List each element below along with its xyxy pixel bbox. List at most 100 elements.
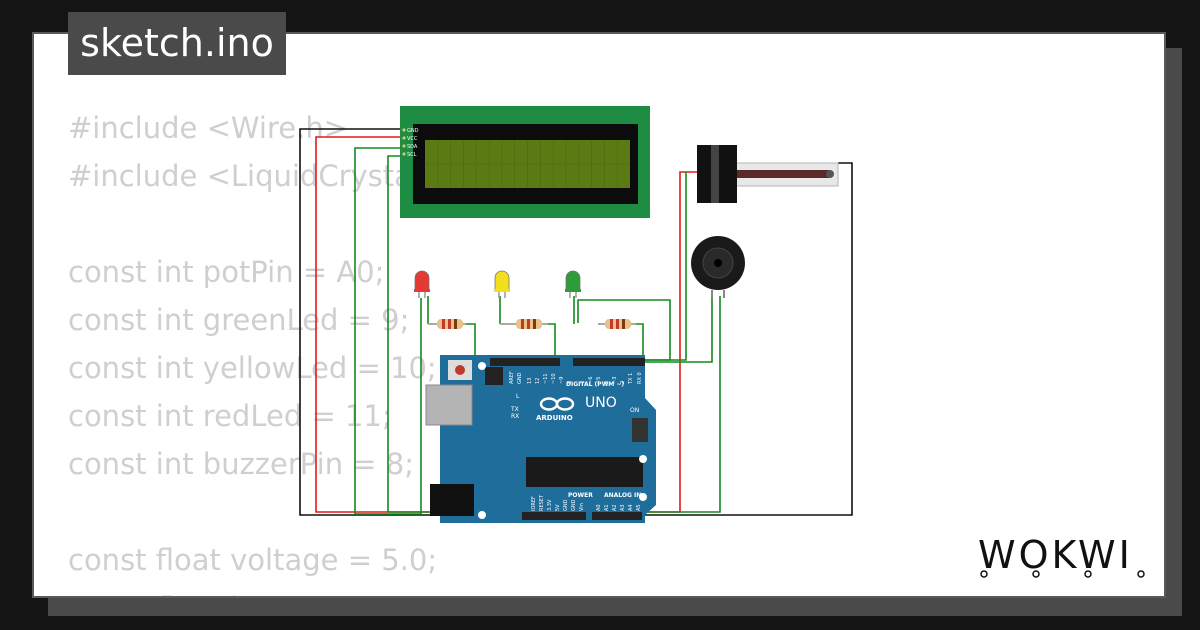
lcd-pin-label: GND [407, 128, 419, 134]
code-listing: #include <Wire.h>#include <LiquidCrystal… [68, 104, 534, 596]
code-line: const int potPin = A0; [68, 255, 385, 289]
wokwi-logo-text: WOKWI [978, 533, 1133, 577]
digital-label: DIGITAL (PWM ~) [566, 381, 624, 388]
usb-port [425, 384, 473, 426]
lcd-pin-label: SCL [407, 152, 417, 158]
wire-yellow-led [545, 323, 556, 366]
bottom-pin-label: GND [563, 499, 569, 511]
top-pin-label: RX 0 [637, 372, 643, 384]
bottom-pin-label: A5 [636, 504, 642, 511]
lcd-pin[interactable] [402, 152, 406, 156]
brand-label: ARDUINO [536, 414, 573, 422]
lcd-character-grid [425, 140, 630, 188]
wire-buzzer [620, 296, 713, 363]
lcd-pin[interactable] [402, 144, 406, 148]
top-pin-label: ~3 [612, 377, 618, 384]
leds [414, 270, 581, 298]
power-label: POWER [568, 492, 593, 499]
code-line: const float logoCurrent = 0.01; [68, 584, 534, 596]
bottom-pin-label: A1 [604, 504, 610, 511]
top-pin-label: ~5 [596, 377, 602, 384]
top-pin-label: 4 [604, 381, 610, 384]
wire-scl-green [387, 155, 721, 513]
resistors [428, 319, 636, 329]
rx-label: RX [511, 413, 519, 420]
bottom-pin-label: A2 [612, 504, 618, 511]
led-dome [414, 270, 430, 291]
bottom-pin-label: A4 [628, 504, 634, 511]
lcd-pin-labels: GND VCC SDA SCL [402, 128, 419, 158]
pot-track [737, 170, 829, 178]
wire-red-led [463, 323, 476, 366]
mount-hole-tl [478, 362, 486, 370]
top-pin-label: TX 1 [628, 373, 634, 385]
top-pin-label: ~6 [588, 377, 594, 384]
reset-button[interactable] [455, 365, 465, 375]
analog-header [592, 512, 642, 520]
icsp-header [485, 367, 503, 385]
on-label: ON [630, 407, 639, 414]
wire-green-led [570, 299, 671, 361]
top-pin-label: AREF [509, 371, 515, 384]
power-jack [430, 484, 474, 516]
bottom-pin-label: IOREF [531, 496, 537, 511]
bottom-pin-label: A3 [620, 504, 626, 511]
top-pin-label: ~9 [559, 377, 565, 384]
code-line: const int yellowLed = 10; [68, 351, 437, 385]
bottom-pin-label: GND [571, 499, 577, 511]
wire-sda-green [354, 147, 422, 515]
top-pin-label: 13 [527, 378, 533, 384]
led-dome [494, 270, 510, 291]
bottom-pin-label: A0 [596, 504, 602, 511]
atmega-chip [526, 457, 643, 487]
l-label: L [516, 393, 520, 400]
header-left [490, 358, 560, 366]
file-tab[interactable]: sketch.ino [68, 12, 286, 75]
resistor-green-led[interactable] [598, 319, 636, 329]
pot-screw [826, 170, 834, 178]
model-label: UNO [585, 395, 617, 411]
analog-label: ANALOG IN [604, 492, 641, 499]
led-rim [565, 289, 581, 292]
resistor-yellow-led[interactable] [500, 319, 548, 329]
code-line: #include <Wire.h> [68, 111, 349, 145]
top-pin-label: ~11 [543, 373, 549, 384]
top-pin-label: ~10 [551, 373, 557, 384]
bottom-pin-label: RESET [539, 494, 545, 511]
potentiometer[interactable] [697, 145, 839, 203]
buzzer[interactable] [691, 236, 745, 298]
resistor-red-led[interactable] [428, 319, 466, 329]
top-pin-label: 8 [567, 381, 573, 384]
code-line: const float voltage = 5.0; [68, 543, 438, 577]
lcd-pin-label: SDA [407, 144, 418, 150]
code-line: const int redLed = 11; [68, 399, 392, 433]
bottom-pin-label: 5V [555, 504, 561, 511]
buzzer-hole [714, 259, 722, 267]
top-pin-label: 12 [535, 378, 541, 384]
mount-hole-bl [478, 511, 486, 519]
led-yellow[interactable] [494, 270, 510, 298]
led-red[interactable] [414, 270, 430, 298]
pot-knob-ridge [711, 145, 719, 203]
led-rim [414, 289, 430, 292]
header-right [573, 358, 645, 366]
lcd-pin-label: VCC [407, 136, 418, 142]
top-pin-label: 7 [580, 381, 586, 384]
led-dome [565, 270, 581, 291]
bottom-pin-label: 3.3V [547, 499, 553, 511]
arduino-infinity-icon [539, 397, 575, 411]
wokwi-logo: WOKWI [978, 533, 1145, 578]
led-green[interactable] [565, 270, 581, 298]
lcd-pin[interactable] [402, 128, 406, 132]
led-rim [494, 289, 510, 292]
lcd-display[interactable]: GND VCC SDA SCL [400, 106, 650, 218]
bottom-pin-label: Vin [579, 503, 585, 511]
lcd-pin[interactable] [402, 136, 406, 140]
mount-hole-r [639, 455, 647, 463]
top-pin-label: 2 [620, 381, 626, 384]
